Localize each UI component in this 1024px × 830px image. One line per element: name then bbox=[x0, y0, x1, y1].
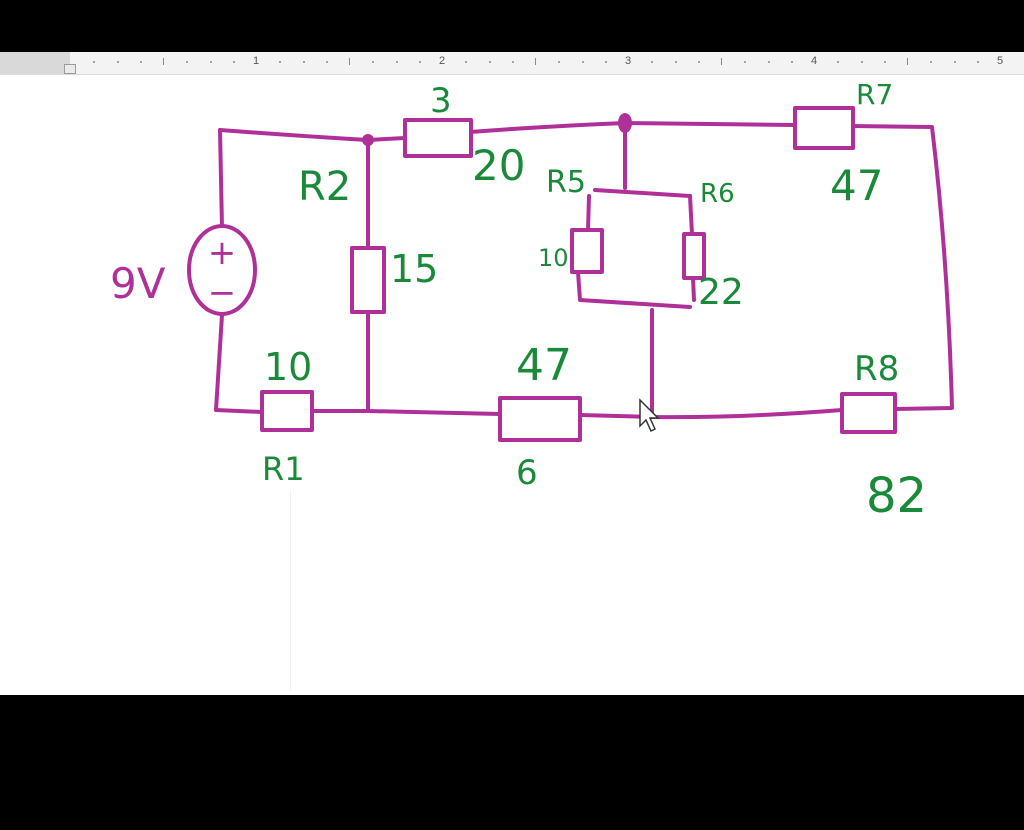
ruler-tick bbox=[488, 61, 491, 63]
ruler-number-2: 2 bbox=[438, 55, 446, 67]
ruler-tick bbox=[837, 61, 840, 63]
ruler-tick bbox=[163, 58, 164, 65]
ruler-tick bbox=[209, 61, 212, 63]
resistor-r7 bbox=[793, 106, 855, 150]
ruler-tick bbox=[465, 61, 468, 63]
wire-r6-side bbox=[688, 194, 696, 302]
resistor-r8-value: 82 bbox=[866, 468, 927, 524]
ruler-tick bbox=[604, 61, 607, 63]
wire-top-left bbox=[218, 128, 407, 142]
wire-bottom-middle bbox=[578, 408, 844, 420]
wire-parallel-top bbox=[593, 188, 692, 198]
ruler-tick bbox=[697, 61, 700, 63]
faint-page-line bbox=[290, 490, 291, 690]
ruler-tick bbox=[953, 61, 956, 63]
ruler-tick bbox=[511, 61, 514, 63]
ruler-number-4: 4 bbox=[810, 55, 818, 67]
resistor-r5 bbox=[570, 228, 604, 274]
ruler-tick bbox=[767, 61, 770, 63]
ruler-tick bbox=[581, 61, 584, 63]
resistor-3-value: 20 bbox=[472, 141, 525, 190]
ruler-tick bbox=[907, 58, 908, 65]
wire-r5-side bbox=[576, 194, 692, 309]
ruler-tick bbox=[93, 61, 96, 63]
ruler-tick bbox=[418, 61, 421, 63]
ruler-tick bbox=[372, 61, 375, 63]
resistor-r7-name: R7 bbox=[856, 78, 893, 111]
ruler-tick bbox=[790, 61, 793, 63]
ruler-tick bbox=[860, 61, 863, 63]
resistor-r6 bbox=[682, 232, 706, 280]
bottom-black-bar bbox=[0, 696, 1024, 830]
resistor-r5-name: R5 bbox=[546, 165, 586, 200]
ruler-tick bbox=[116, 61, 119, 63]
resistor-bottom-middle bbox=[498, 396, 582, 442]
ruler-tick bbox=[232, 61, 235, 63]
resistor-r6-value: 22 bbox=[698, 272, 744, 313]
resistor-r1-value: 10 bbox=[264, 345, 312, 389]
ruler-tick bbox=[651, 61, 654, 63]
resistor-bottom-middle-name: 6 bbox=[516, 453, 538, 493]
source-plus-sign: + bbox=[208, 233, 237, 273]
resistor-bottom-middle-value: 47 bbox=[516, 340, 572, 391]
ruler-tick bbox=[930, 61, 933, 63]
ruler-left-margin bbox=[0, 52, 70, 74]
ruler-number-3: 3 bbox=[624, 55, 632, 67]
resistor-r2 bbox=[350, 246, 386, 314]
wire-bottom-left bbox=[310, 409, 502, 416]
resistor-r1 bbox=[260, 390, 314, 432]
ruler-tick bbox=[976, 61, 979, 63]
wire-left-upper bbox=[218, 128, 224, 230]
junction-node-left bbox=[362, 134, 374, 146]
ruler-tick bbox=[279, 61, 282, 63]
horizontal-ruler[interactable]: 1 2 3 4 5 bbox=[0, 52, 1024, 75]
source-voltage-label: 9V bbox=[110, 259, 166, 308]
source-minus-sign: − bbox=[208, 273, 237, 313]
voltage-source: + − bbox=[187, 224, 257, 316]
ruler-tick bbox=[302, 61, 305, 63]
ruler-tick bbox=[883, 61, 886, 63]
ruler-tick bbox=[325, 61, 328, 63]
resistor-r7-value: 47 bbox=[830, 161, 883, 210]
ruler-number-5: 5 bbox=[996, 55, 1004, 67]
indent-marker[interactable] bbox=[64, 64, 76, 74]
mouse-cursor-icon bbox=[639, 398, 660, 433]
junction-node-top bbox=[618, 113, 632, 133]
ruler-number-1: 1 bbox=[252, 55, 260, 67]
resistor-r1-name: R1 bbox=[262, 450, 305, 488]
top-black-bar bbox=[0, 0, 1024, 52]
ruler-tick bbox=[744, 61, 747, 63]
resistor-3-name: 3 bbox=[430, 81, 452, 121]
ruler-tick bbox=[395, 61, 398, 63]
document-page[interactable] bbox=[0, 75, 1024, 695]
resistor-r8-name: R8 bbox=[854, 349, 899, 389]
resistor-3 bbox=[403, 118, 473, 158]
ruler-tick bbox=[674, 61, 677, 63]
resistor-r6-name: R6 bbox=[700, 179, 735, 209]
resistor-r5-value: 10 bbox=[538, 244, 569, 272]
wire-top-middle bbox=[468, 121, 797, 134]
resistor-r8 bbox=[840, 392, 897, 434]
resistor-r2-name: R2 bbox=[298, 164, 351, 210]
ruler-tick bbox=[186, 61, 189, 63]
resistor-r2-value: 15 bbox=[390, 247, 438, 291]
ruler-tick bbox=[558, 61, 561, 63]
ruler-tick bbox=[721, 58, 722, 65]
wire-top-right bbox=[850, 124, 954, 411]
ruler-tick bbox=[535, 58, 536, 65]
ruler-tick bbox=[349, 58, 350, 65]
wire-left-lower bbox=[214, 313, 264, 414]
ruler-tick bbox=[139, 61, 142, 63]
